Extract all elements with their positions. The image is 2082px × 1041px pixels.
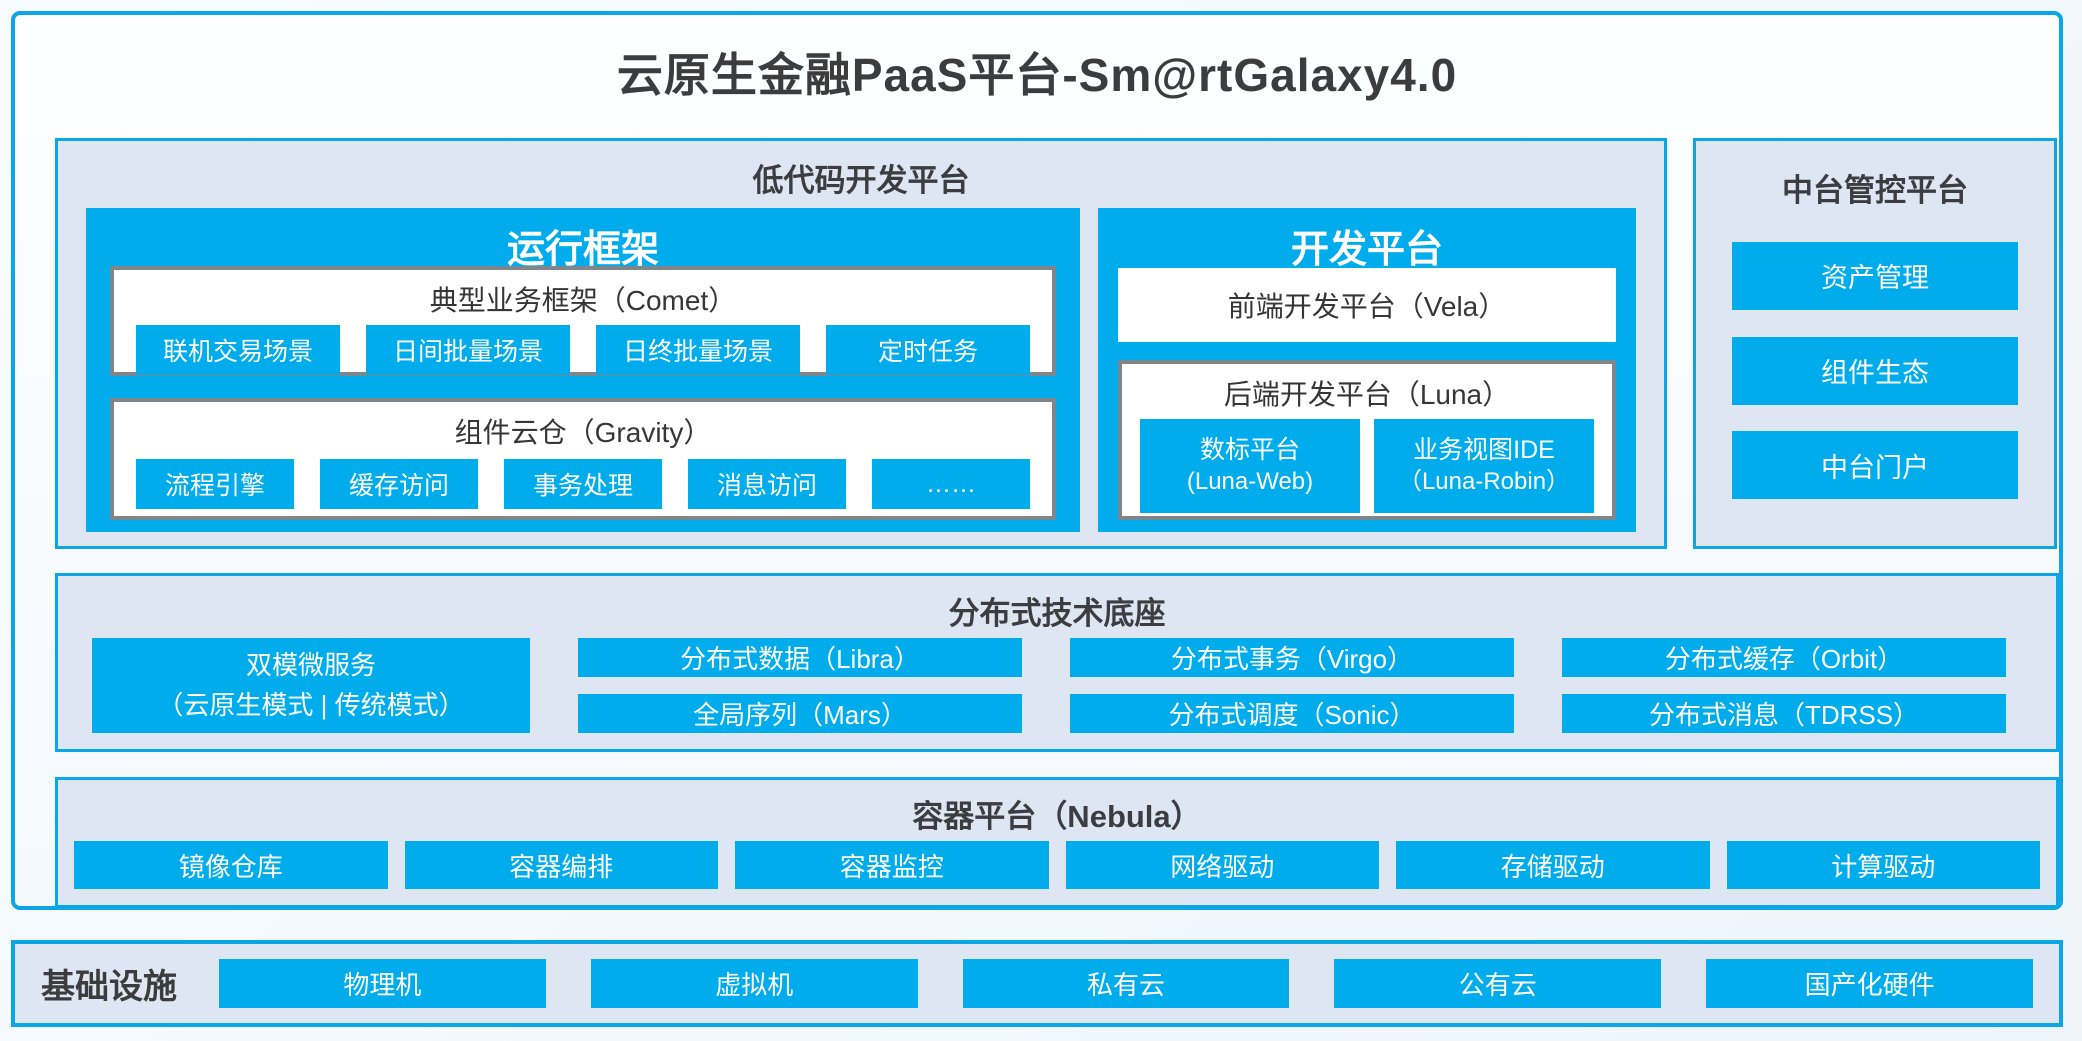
gravity-item-transaction: 事务处理 [504,459,662,509]
distributed-base-title: 分布式技术底座 [948,596,1166,631]
infrastructure-panel: 基础设施 物理机 虚拟机 私有云 公有云 国产化硬件 [11,940,2063,1027]
infrastructure-title: 基础设施 [41,968,177,1006]
container-platform-title: 容器平台（Nebula） [912,799,1202,834]
dual-mode-line1: 双模微服务 [245,650,376,681]
luna-backend-box: 后端开发平台（Luna） 数标平台 (Luna-Web) 业务视图IDE （Lu… [1118,360,1616,520]
infra-item-domestic-hardware: 国产化硬件 [1706,959,2033,1008]
gravity-item-message-access: 消息访问 [688,459,846,509]
midplatform-body: 资产管理 组件生态 中台门户 [1696,215,2054,526]
infra-item-physical-machine: 物理机 [219,959,546,1008]
lowcode-body: 运行框架 典型业务框架（Comet） 联机交易场景 日间批量场景 日终批量场景 … [86,208,1636,532]
infrastructure-items-row: 物理机 虚拟机 私有云 公有云 国产化硬件 [219,959,2033,1008]
distributed-message-tdrss: 分布式消息（TDRSS） [1562,694,2006,733]
luna-web-name: 数标平台 [1199,436,1300,465]
comet-framework-box: 典型业务框架（Comet） 联机交易场景 日间批量场景 日终批量场景 定时任务 [110,266,1056,376]
gravity-items-row: 流程引擎 缓存访问 事务处理 消息访问 …… [114,451,1052,509]
luna-robin-name: 业务视图IDE [1413,436,1555,465]
infra-item-virtual-machine: 虚拟机 [590,959,918,1008]
infra-item-public-cloud: 公有云 [1334,959,1662,1008]
gravity-warehouse-box: 组件云仓（Gravity） 流程引擎 缓存访问 事务处理 消息访问 …… [110,398,1056,520]
midplatform-item-component-ecosystem: 组件生态 [1732,336,2018,405]
gravity-item-ellipsis: …… [872,459,1030,509]
luna-robin-code: （Luna-Robin） [1397,467,1571,495]
diagram-frame: 云原生金融PaaS平台-Sm@rtGalaxy4.0 低代码开发平台 运行框架 … [11,11,2063,910]
dual-mode-line2: （云原生模式 | 传统模式） [157,689,465,720]
midplatform-item-asset-management: 资产管理 [1732,241,2018,310]
luna-title: 后端开发平台（Luna） [1223,379,1511,410]
infra-item-private-cloud: 私有云 [962,959,1290,1008]
distributed-transaction-virgo: 分布式事务（Virgo） [1070,638,1514,677]
dev-platform-title: 开发平台 [1290,229,1443,271]
container-platform-panel: 容器平台（Nebula） 镜像仓库 容器编排 容器监控 网络驱动 存储驱动 计算… [55,777,2059,908]
lowcode-platform-title: 低代码开发平台 [752,163,970,198]
luna-robin-box: 业务视图IDE （Luna-Robin） [1374,419,1594,513]
gravity-item-cache-access: 缓存访问 [320,459,478,509]
midplatform-item-portal: 中台门户 [1732,431,2018,500]
luna-web-box: 数标平台 (Luna-Web) [1140,419,1360,513]
distributed-data-libra: 分布式数据（Libra） [578,638,1022,677]
page-title: 云原生金融PaaS平台-Sm@rtGalaxy4.0 [616,49,1458,101]
runtime-framework-panel: 运行框架 典型业务框架（Comet） 联机交易场景 日间批量场景 日终批量场景 … [86,208,1080,532]
luna-web-code: (Luna-Web) [1186,467,1314,495]
distributed-col-1: 分布式数据（Libra） 全局序列（Mars） [578,638,1022,733]
gravity-item-process-engine: 流程引擎 [136,459,294,509]
lowcode-platform-panel: 低代码开发平台 运行框架 典型业务框架（Comet） 联机交易场景 日间批量场景… [55,138,1667,549]
container-item-network-driver: 网络驱动 [1065,841,1379,889]
comet-items-row: 联机交易场景 日间批量场景 日终批量场景 定时任务 [114,319,1052,375]
comet-title: 典型业务框架（Comet） [429,285,737,316]
comet-item-daytime-batch: 日间批量场景 [366,325,570,375]
container-item-compute-driver: 计算驱动 [1726,841,2040,889]
comet-item-scheduled-task: 定时任务 [826,325,1030,375]
container-item-monitoring: 容器监控 [735,841,1049,889]
luna-items-row: 数标平台 (Luna-Web) 业务视图IDE （Luna-Robin） [1122,413,1612,513]
distributed-scheduling-sonic: 分布式调度（Sonic） [1070,694,1514,733]
distributed-body: 双模微服务 （云原生模式 | 传统模式） 分布式数据（Libra） 全局序列（M… [92,638,2006,733]
dual-mode-microservice-box: 双模微服务 （云原生模式 | 传统模式） [92,638,530,733]
vela-frontend-box: 前端开发平台（Vela） [1118,268,1616,342]
container-item-storage-driver: 存储驱动 [1396,841,1710,889]
container-item-orchestration: 容器编排 [404,841,718,889]
comet-item-online-trading: 联机交易场景 [136,325,340,375]
distributed-col-2: 分布式事务（Virgo） 分布式调度（Sonic） [1070,638,1514,733]
comet-item-endofday-batch: 日终批量场景 [596,325,800,375]
runtime-framework-title: 运行框架 [506,229,659,271]
distributed-base-panel: 分布式技术底座 双模微服务 （云原生模式 | 传统模式） 分布式数据（Libra… [55,573,2059,752]
container-items-row: 镜像仓库 容器编排 容器监控 网络驱动 存储驱动 计算驱动 [74,841,2040,889]
global-sequence-mars: 全局序列（Mars） [578,694,1022,733]
distributed-cache-orbit: 分布式缓存（Orbit） [1562,638,2006,677]
midplatform-title: 中台管控平台 [1782,173,1968,208]
midplatform-panel: 中台管控平台 资产管理 组件生态 中台门户 [1693,138,2057,549]
dev-platform-panel: 开发平台 前端开发平台（Vela） 后端开发平台（Luna） 数标平台 (Lun… [1098,208,1636,532]
distributed-col-3: 分布式缓存（Orbit） 分布式消息（TDRSS） [1562,638,2006,733]
gravity-title: 组件云仓（Gravity） [454,417,712,448]
container-item-image-registry: 镜像仓库 [74,841,388,889]
